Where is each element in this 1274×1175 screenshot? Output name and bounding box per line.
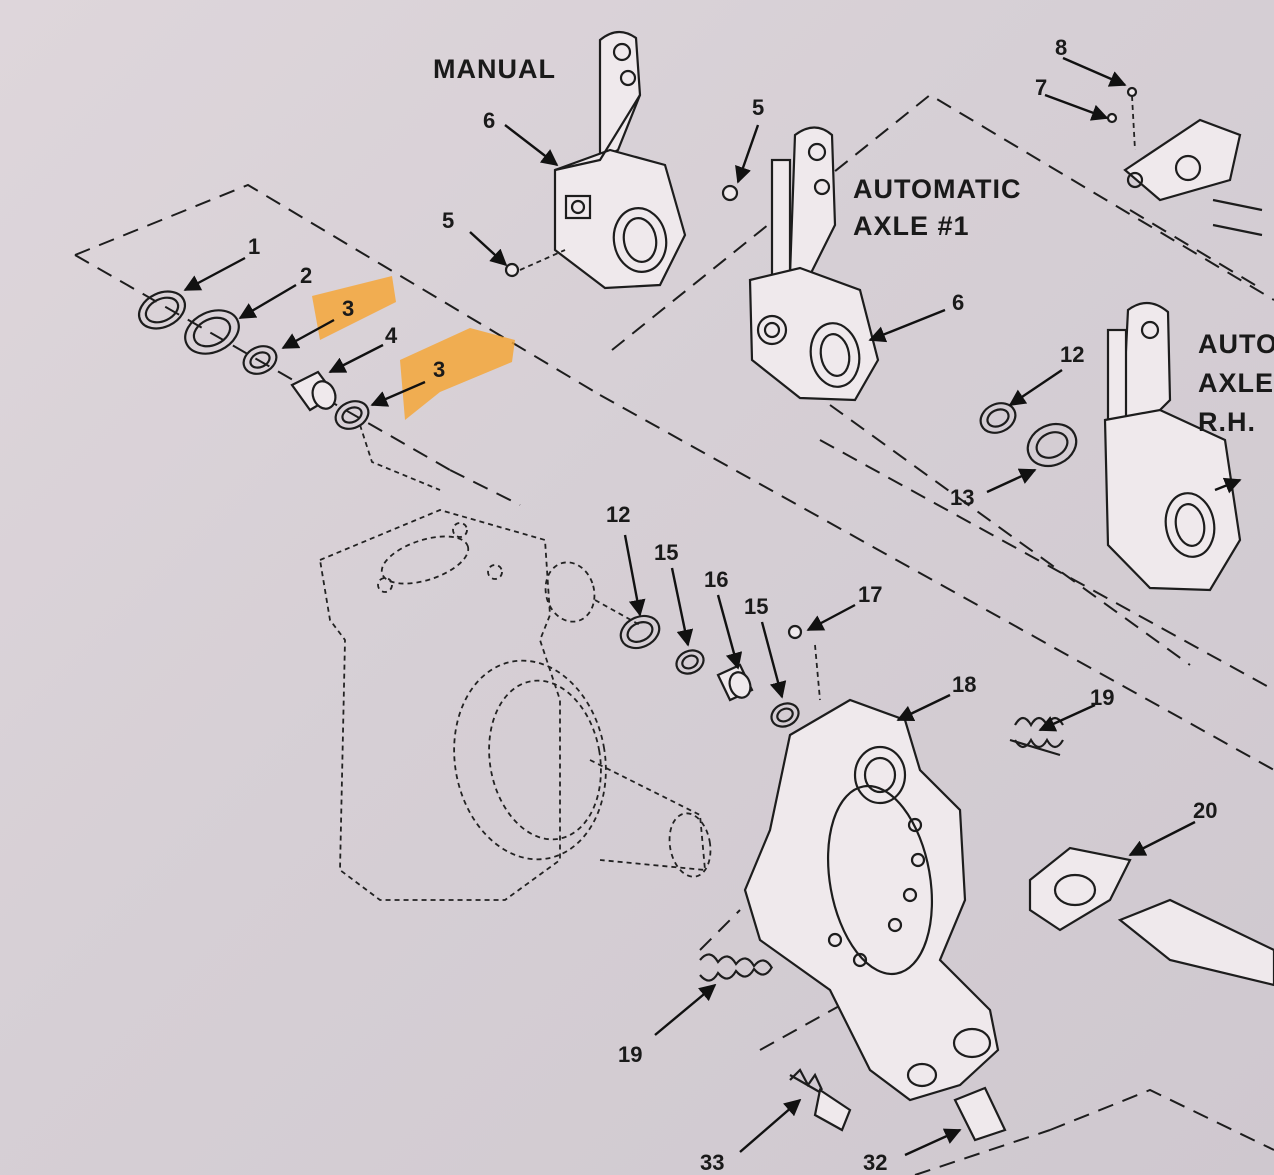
highlight-mark-lower <box>400 328 515 420</box>
callout-4: 4 <box>385 323 398 348</box>
callout-15-right: 15 <box>744 594 768 619</box>
callout-3-lower: 3 <box>433 357 445 382</box>
leader-arrows <box>183 56 1242 1157</box>
callout-5-right: 5 <box>752 95 764 120</box>
callout-19-lower: 19 <box>618 1042 642 1067</box>
highlight-mark-upper <box>312 276 396 340</box>
heading-auto-axle-rh-line2: AXLE <box>1198 368 1274 398</box>
brake-spider <box>743 698 1007 1142</box>
spring-lower-left <box>699 953 773 982</box>
callout-19-upper: 19 <box>1090 685 1114 710</box>
cam-bracket-and-shaft <box>1028 846 1274 987</box>
callout-33: 33 <box>700 1150 724 1175</box>
manual-slack-adjuster <box>519 30 687 290</box>
highlighter-marks <box>312 276 515 420</box>
callout-6-automatic: 6 <box>952 290 964 315</box>
assembly-headings: MANUAL AUTOMATIC AXLE #1 AUTO AXLE R.H. <box>433 54 1274 437</box>
callout-18: 18 <box>952 672 976 697</box>
callout-12-lower: 12 <box>606 502 630 527</box>
mounting-bolt <box>789 1068 852 1132</box>
callout-2: 2 <box>300 263 312 288</box>
callout-1: 1 <box>248 234 260 259</box>
heading-automatic-axle-1-line2: AXLE #1 <box>853 211 970 241</box>
upper-left-hardware <box>137 290 441 491</box>
callout-15-left: 15 <box>654 540 678 565</box>
callout-3-upper: 3 <box>342 296 354 321</box>
callout-8: 8 <box>1055 35 1067 60</box>
heading-automatic-axle-1-line1: AUTOMATIC <box>853 174 1021 204</box>
upper-right-linkage <box>1106 86 1263 237</box>
automatic-slack-adjuster-axle-1 <box>504 126 880 402</box>
callout-32: 32 <box>863 1150 887 1175</box>
callout-numbers: 1 2 3 4 3 5 6 5 6 8 7 12 13 12 15 16 15 … <box>248 35 1217 1175</box>
heading-manual: MANUAL <box>433 54 556 84</box>
heading-auto-axle-rh-line3: R.H. <box>1198 407 1256 437</box>
callout-16: 16 <box>704 567 728 592</box>
callout-7: 7 <box>1035 75 1047 100</box>
middle-bushing-set <box>594 599 821 728</box>
steering-knuckle-housing <box>318 509 712 901</box>
callout-13: 13 <box>950 485 974 510</box>
callout-6-manual: 6 <box>483 108 495 133</box>
callout-17: 17 <box>858 582 882 607</box>
heading-auto-axle-rh-line1: AUTO <box>1198 329 1274 359</box>
callout-20: 20 <box>1193 798 1217 823</box>
assembly-boundary-lines <box>74 93 1274 1175</box>
automatic-slack-adjuster-rh <box>979 301 1242 592</box>
callout-5-left: 5 <box>442 208 454 233</box>
callout-12-upper: 12 <box>1060 342 1084 367</box>
